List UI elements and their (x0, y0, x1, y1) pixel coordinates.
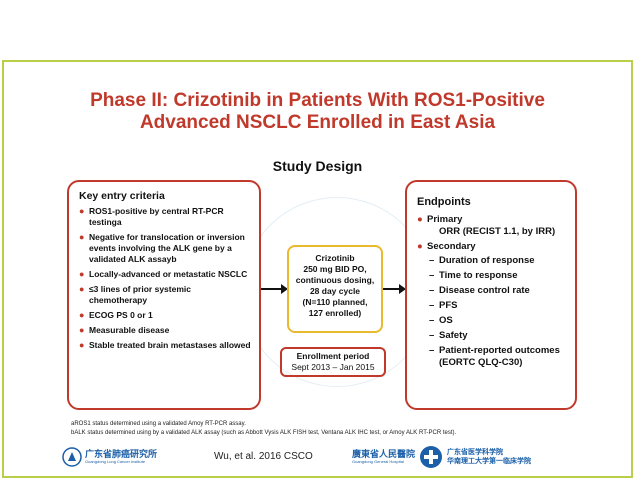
entry-criteria-box: Key entry criteria ●ROS1-positive by cen… (67, 180, 261, 410)
endpoints-heading: Endpoints (417, 196, 471, 208)
entry-criteria-heading: Key entry criteria (79, 190, 165, 202)
bullet-icon: ● (79, 340, 85, 350)
bullet-icon: ● (79, 310, 85, 320)
secondary-endpoints-list: –Duration of response –Time to response … (417, 255, 567, 369)
list-item: ●Locally-advanced or metastatic NSCLC (79, 269, 248, 279)
citation: Wu, et al. 2016 CSCO (214, 451, 313, 462)
study-design-heading: Study Design (272, 158, 363, 174)
endpoints-box: Endpoints ●Primary ORR (RECIST 1.1, by I… (405, 180, 577, 410)
slide-title: Phase II: Crizotinib in Patients With RO… (4, 90, 631, 134)
institute-subtitle: Guangdong Lung Cancer Institute (85, 458, 146, 464)
slide-frame: Phase II: Crizotinib in Patients With RO… (2, 60, 633, 478)
list-item: –Duration of response (429, 255, 535, 266)
title-line-1: Phase II: Crizotinib in Patients With RO… (90, 90, 545, 111)
institute-emblem-icon (62, 447, 82, 467)
lung-cancer-institute-logo: 广东省肺癌研究所 Guangdong Lung Cancer Institute (62, 447, 157, 467)
list-item: ●Measurable disease (79, 325, 170, 335)
drug-name: Crizotinib (315, 253, 355, 263)
list-item: –Safety (429, 330, 468, 341)
list-item: –Disease control rate (429, 285, 530, 296)
bullet-icon: ● (79, 284, 85, 294)
list-item: ●Stable treated brain metastases allowed (79, 340, 251, 350)
dose-text: 250 mg BID PO, (303, 264, 367, 274)
institute-name: 广东省肺癌研究所 (85, 448, 158, 459)
list-item: –Patient-reported outcomes (EORTC QLQ-C3… (429, 345, 560, 368)
general-hospital-logo: 廣東省人民醫院 Guangdong General Hospital 广东省医学… (352, 445, 531, 469)
footnote-a: aROS1 status determined using a validate… (71, 421, 246, 427)
hospital-emblem-icon (420, 446, 443, 468)
hospital-subtitle: Guangdong General Hospital (352, 458, 404, 464)
enrolled-text: 127 enrolled) (308, 308, 362, 318)
bullet-icon: ● (417, 241, 423, 252)
list-item: ●ROS1-positive by central RT-PCR testing… (79, 206, 224, 227)
bullet-icon: ● (79, 232, 85, 242)
list-item: –OS (429, 315, 453, 326)
title-line-2: Advanced NSCLC Enrolled in East Asia (139, 112, 496, 133)
primary-endpoint: ORR (RECIST 1.1, by IRR) (439, 226, 556, 237)
list-item: ●ECOG PS 0 or 1 (79, 310, 153, 320)
list-item: ●Negative for translocation or inversion… (79, 232, 245, 264)
bullet-icon: ● (79, 206, 85, 216)
enrollment-period: Sept 2013 – Jan 2015 (291, 362, 375, 372)
list-item: –Time to response (429, 270, 518, 281)
treatment-box: Crizotinib 250 mg BID PO, continuous dos… (287, 245, 383, 333)
college-name: 华南理工大学第一临床学院 (447, 458, 532, 465)
enrollment-label: Enrollment period (296, 351, 370, 361)
bullet-icon: ● (79, 325, 85, 335)
hospital-name: 廣東省人民醫院 (352, 448, 416, 459)
bullet-icon: ● (79, 269, 85, 279)
footnote-b: bALK status determined using by a valida… (71, 430, 457, 436)
academy-name: 广东省医学科学院 (447, 449, 504, 456)
enrollment-box: Enrollment period Sept 2013 – Jan 2015 (280, 347, 386, 377)
list-item: –PFS (429, 300, 458, 311)
planned-text: (N=110 planned, (302, 297, 368, 307)
primary-label: ●Primary (417, 214, 463, 225)
list-item: ●≤3 lines of prior systemic chemotherapy (79, 284, 191, 305)
arrow-to-endpoints-icon (383, 284, 406, 294)
entry-criteria-list: ●ROS1-positive by central RT-PCR testing… (79, 206, 251, 351)
bullet-icon: ● (417, 214, 423, 225)
arrow-to-treatment-icon (261, 284, 288, 294)
dosing-text: continuous dosing, (295, 275, 375, 285)
cycle-text: 28 day cycle (309, 286, 361, 296)
secondary-label: ●Secondary (417, 241, 476, 252)
footnotes: aROS1 status determined using a validate… (71, 420, 456, 438)
